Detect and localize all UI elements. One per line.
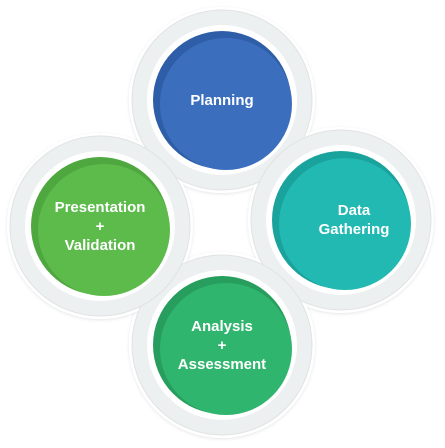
presentation-validation-circle <box>38 164 170 296</box>
circles-layer <box>31 31 411 415</box>
data-gathering-circle <box>279 158 411 290</box>
planning-node <box>153 31 292 170</box>
presentation-validation-node <box>31 157 170 296</box>
analysis-assessment-circle <box>160 283 292 415</box>
planning-circle <box>160 38 292 170</box>
analysis-assessment-node <box>153 276 292 415</box>
data-gathering-node <box>272 151 411 290</box>
